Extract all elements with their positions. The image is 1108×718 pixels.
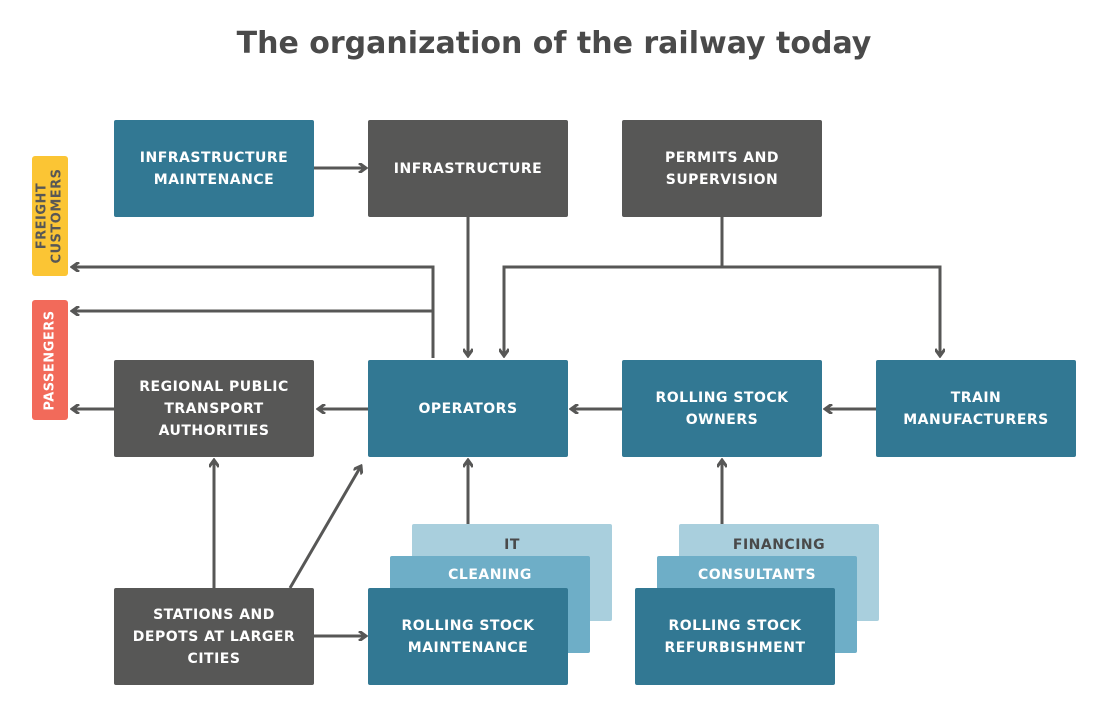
passengers-label: PASSENGERS [32,300,68,420]
infrastructure-maintenance-node: INFRASTRUCTURE MAINTENANCE [114,120,314,217]
permits-supervision-node: PERMITS AND SUPERVISION [622,120,822,217]
it-label: IT [504,537,520,553]
rolling-stock-owners-node: ROLLING STOCK OWNERS [622,360,822,457]
freight-customers-label: FREIGHT CUSTOMERS [32,156,68,276]
arrow-operators-to-freight [72,267,435,358]
regional-authorities-node: REGIONAL PUBLIC TRANSPORT AUTHORITIES [114,360,314,457]
rolling-stock-refurbishment-node: ROLLING STOCK REFURBISHMENT [635,588,835,685]
train-manufacturers-node: TRAIN MANUFACTURERS [876,360,1076,457]
rolling-stock-maintenance-node: ROLLING STOCK MAINTENANCE [368,588,568,685]
arrow-permits-to-operators [504,217,724,356]
infrastructure-node: INFRASTRUCTURE [368,120,568,217]
consultants-label: CONSULTANTS [697,567,817,583]
arrow-stations-to-operators [288,466,361,589]
operators-node: OPERATORS [368,360,568,457]
stations-depots-node: STATIONS AND DEPOTS AT LARGER CITIES [114,588,314,685]
arrow-permits-to-train-manufacturers [722,265,940,356]
financing-label: FINANCING [732,537,826,553]
cleaning-label: CLEANING [448,567,532,583]
diagram-title: The organization of the railway today [236,26,872,61]
